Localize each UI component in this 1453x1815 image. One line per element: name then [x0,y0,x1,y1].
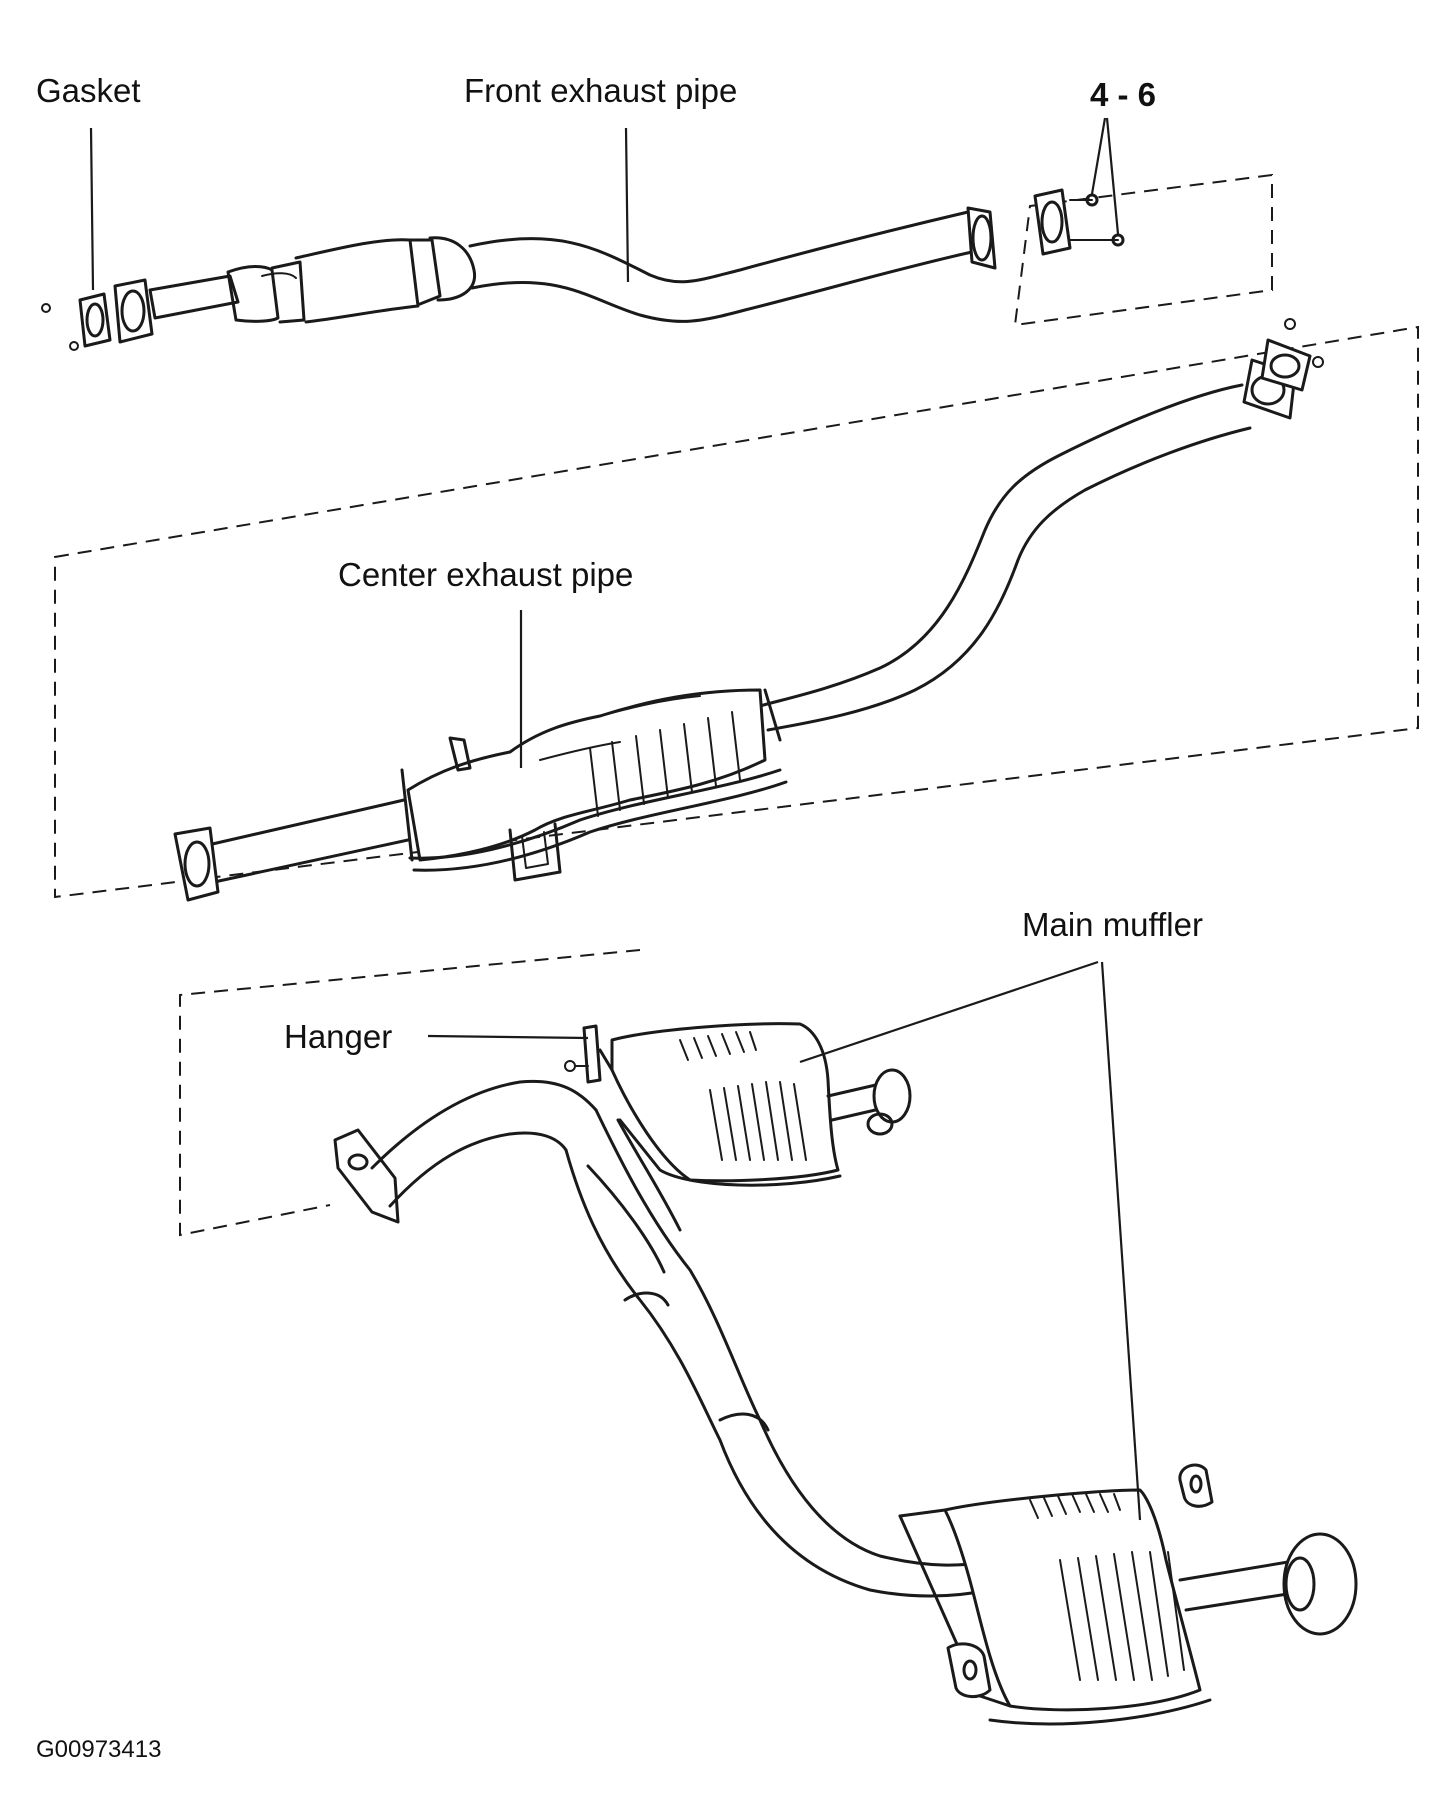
gasket-leader [89,127,95,291]
front-pipe-leader [624,127,630,283]
muffler-leader-upper [799,960,1099,1064]
hanger-label: Hanger [284,1018,393,1055]
torque-spec-label: 4 - 6 [1090,76,1157,113]
center-exhaust-pipe [173,318,1324,902]
figure-id: G00973413 [36,1736,162,1763]
front-right-gasket [1033,188,1125,256]
front-exhaust-pipe [41,206,997,351]
torque-leader-a [1090,117,1107,195]
front-pipe-group-outline [1013,173,1273,327]
front-exhaust-pipe-label: Front exhaust pipe [464,72,738,109]
gasket-label: Gasket [36,72,141,109]
hanger-leader [427,1034,589,1040]
torque-leader-b [1105,117,1120,235]
main-muffler-label: Main muffler [1022,906,1203,943]
muffler-leader-lower [1100,961,1142,1521]
muffler-group-outline [179,949,641,1237]
center-exhaust-pipe-label: Center exhaust pipe [338,556,634,593]
main-muffler-assembly [333,1022,1358,1726]
center-pipe-group-outline [54,325,1419,899]
